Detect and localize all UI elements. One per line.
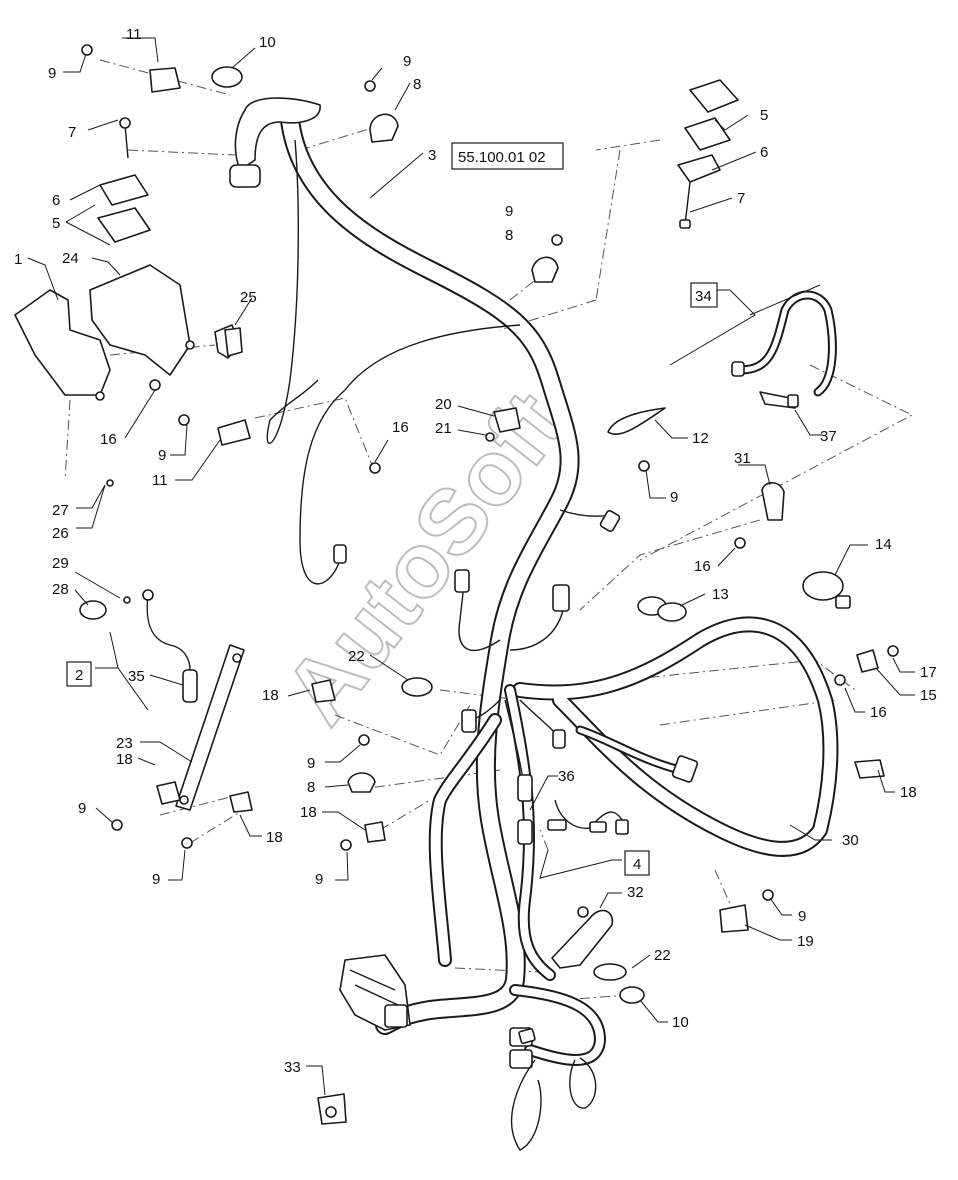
callout-12: 12 (692, 430, 709, 447)
harness-connectors (333, 510, 699, 1069)
ref-box-4 (624, 850, 650, 876)
callout-16-center: 16 (392, 419, 409, 436)
callout-35: 35 (128, 668, 145, 685)
part-4-jumper (547, 799, 629, 835)
callout-24: 24 (62, 250, 79, 267)
callout-18-a: 18 (262, 687, 279, 704)
callout-18-right: 18 (900, 784, 917, 801)
callout-29: 29 (52, 555, 69, 572)
callout-9-right: 9 (670, 489, 678, 506)
bracket-parts (14, 174, 241, 401)
ref-box-34-label: 34 (695, 288, 712, 305)
callout-15: 15 (920, 687, 937, 704)
callout-9-lower-right: 9 (798, 908, 806, 925)
callout-labels: 11 10 9 9 8 3 7 6 5 1 24 25 16 9 11 27 2… (14, 26, 937, 1096)
right-top-brackets (677, 79, 739, 229)
callout-31: 31 (734, 450, 751, 467)
callout-8-top: 8 (413, 76, 421, 93)
ref-box-55-100-01-02-label: 55.100.01 02 (458, 149, 546, 166)
callout-3: 3 (428, 147, 436, 164)
hardware-clips (79, 66, 885, 1125)
callout-7-left: 7 (68, 124, 76, 141)
callout-19: 19 (797, 933, 814, 950)
part-35-ground-lead (142, 589, 198, 703)
callout-26: 26 (52, 525, 69, 542)
callout-36: 36 (558, 768, 575, 785)
ref-box-34 (690, 282, 718, 308)
callout-6-left: 6 (52, 192, 60, 209)
part-34-sensor-lead (731, 290, 837, 409)
callout-9-top-left: 9 (48, 65, 56, 82)
part-23-strap (175, 644, 245, 811)
callout-21: 21 (435, 420, 452, 437)
callout-9-mid: 9 (505, 203, 513, 220)
callout-5-left: 5 (52, 215, 60, 232)
callout-17: 17 (920, 664, 937, 681)
callout-6-right: 6 (760, 144, 768, 161)
callout-10-top: 10 (259, 34, 276, 51)
callout-11-top: 11 (126, 26, 142, 43)
callout-22-lower: 22 (654, 947, 671, 964)
callout-18-b: 18 (300, 804, 317, 821)
callout-28: 28 (52, 581, 69, 598)
top-connector (229, 97, 321, 188)
callout-9-top-center: 9 (403, 53, 411, 70)
callout-16-far-right: 16 (870, 704, 887, 721)
callout-18-c: 18 (116, 751, 133, 768)
callout-9-center-a: 9 (307, 755, 315, 772)
callout-13: 13 (712, 586, 729, 603)
callout-18-d: 18 (266, 829, 283, 846)
ref-box-2-label: 2 (75, 667, 83, 684)
callout-5-right: 5 (760, 107, 768, 124)
callout-9-center-b: 9 (315, 871, 323, 888)
callout-23: 23 (116, 735, 133, 752)
callout-16-right: 16 (694, 558, 711, 575)
callout-9-lower-left: 9 (78, 800, 86, 817)
bottom-loop-cables (510, 1057, 597, 1151)
callout-9-mid-left: 9 (158, 447, 166, 464)
callout-22-mid: 22 (348, 648, 365, 665)
callout-25: 25 (240, 289, 257, 306)
reference-boxes: 55.100.01 02 34 2 4 (66, 142, 718, 876)
main-harness (266, 110, 839, 1066)
ref-box-2 (66, 661, 92, 687)
ref-box-55-100-01-02 (451, 142, 564, 170)
hardware-bolts (81, 44, 899, 918)
callout-37: 37 (820, 428, 837, 445)
bottom-main-connector (339, 954, 411, 1031)
callout-14: 14 (875, 536, 892, 553)
callout-10-lower: 10 (672, 1014, 689, 1031)
callout-8-mid: 8 (505, 227, 513, 244)
callout-30: 30 (842, 832, 859, 849)
callout-7-right: 7 (737, 190, 745, 207)
callout-20: 20 (435, 396, 452, 413)
callout-32: 32 (627, 884, 644, 901)
callout-1: 1 (14, 251, 22, 268)
callout-27: 27 (52, 502, 69, 519)
ref-box-4-label: 4 (633, 856, 641, 873)
callout-16-left: 16 (100, 431, 117, 448)
callout-8-lower: 8 (307, 779, 315, 796)
callout-9-lower-left-b: 9 (152, 871, 160, 888)
callout-33: 33 (284, 1059, 301, 1076)
callout-11-mid: 11 (152, 472, 168, 489)
